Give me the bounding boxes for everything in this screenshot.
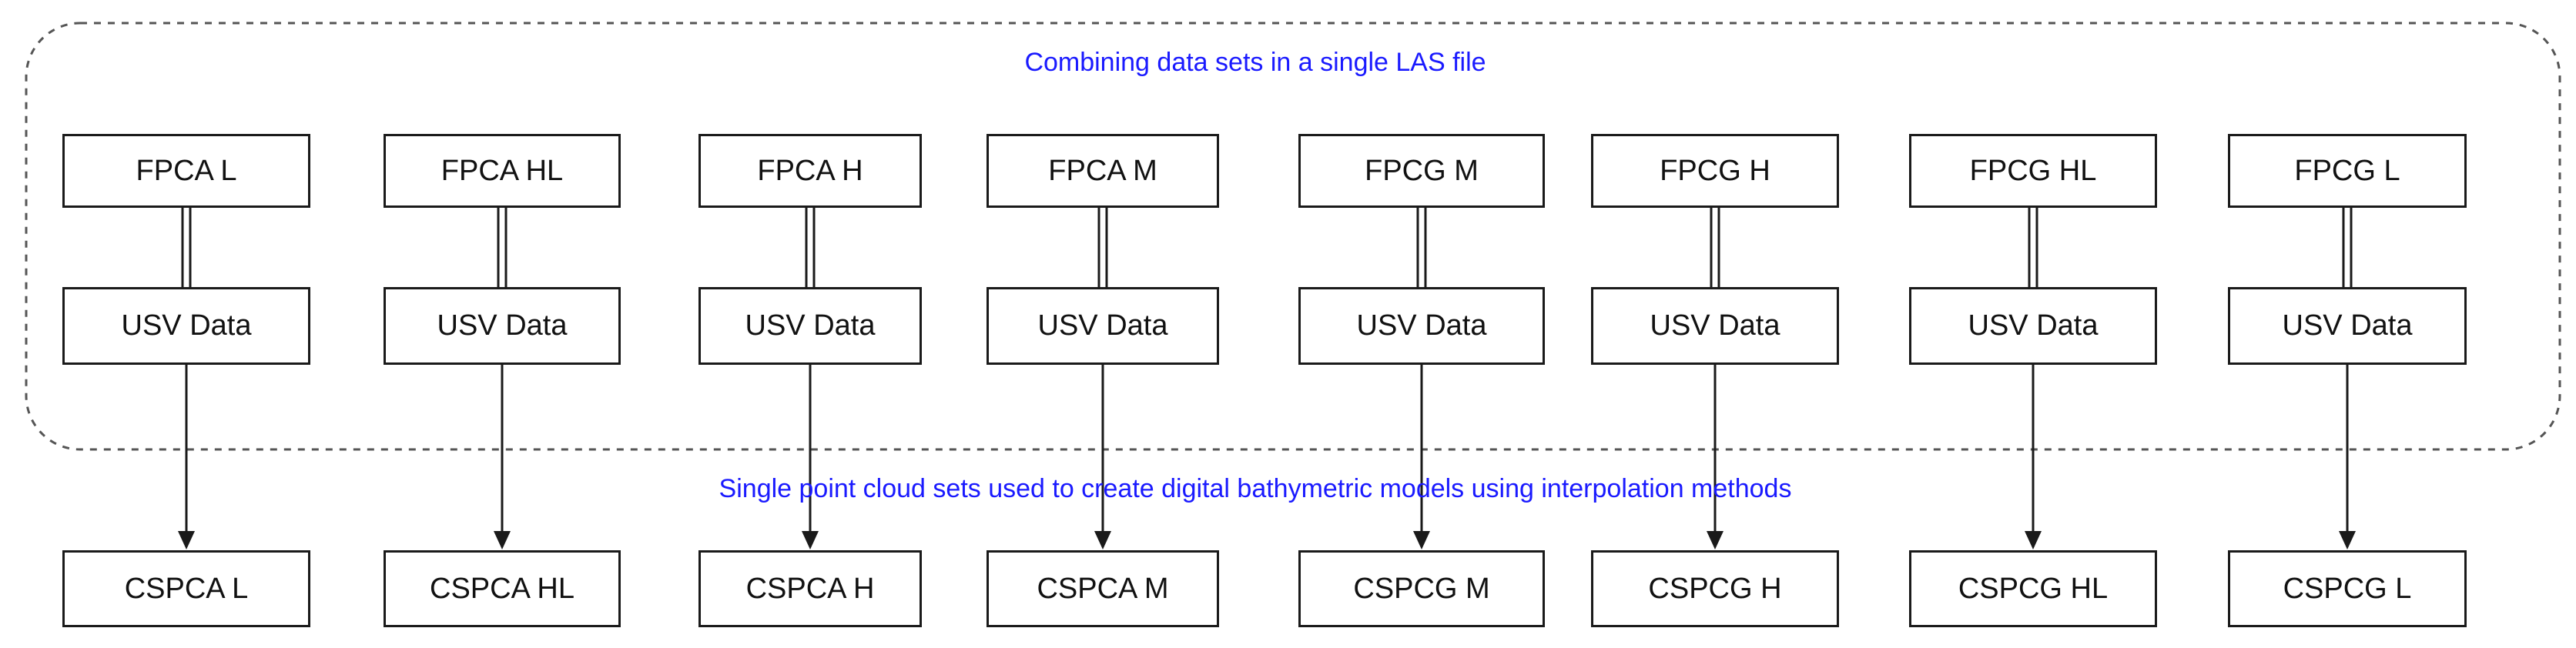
pipeline-caption: Single point cloud sets used to create d… (719, 474, 1792, 503)
output-node: CSPCG H (1591, 550, 1839, 627)
flow-arrow-head (2025, 531, 2042, 549)
usv-data-node: USV Data (384, 287, 621, 365)
output-node: CSPCG L (2228, 550, 2467, 627)
group-boundary (25, 22, 2561, 451)
source-node: FPCG M (1298, 134, 1545, 208)
output-node: CSPCG HL (1909, 550, 2157, 627)
flow-arrow-head (494, 531, 511, 549)
source-node: FPCG H (1591, 134, 1839, 208)
source-node: FPCA H (698, 134, 922, 208)
flow-arrow-head (1413, 531, 1430, 549)
usv-data-node: USV Data (62, 287, 310, 365)
source-node: FPCA M (987, 134, 1219, 208)
flow-arrow-head (1707, 531, 1723, 549)
flow-arrow-head (178, 531, 195, 549)
source-node: FPCA HL (384, 134, 621, 208)
output-node: CSPCG M (1298, 550, 1545, 627)
source-node: FPCG HL (1909, 134, 2157, 208)
output-node: CSPCA H (698, 550, 922, 627)
usv-data-node: USV Data (1298, 287, 1545, 365)
usv-data-node: USV Data (1909, 287, 2157, 365)
flow-arrow-head (802, 531, 819, 549)
group-title: Combining data sets in a single LAS file (1024, 48, 1486, 77)
source-node: FPCG L (2228, 134, 2467, 208)
usv-data-node: USV Data (1591, 287, 1839, 365)
output-node: CSPCA HL (384, 550, 621, 627)
usv-data-node: USV Data (987, 287, 1219, 365)
output-node: CSPCA M (987, 550, 1219, 627)
usv-data-node: USV Data (698, 287, 922, 365)
usv-data-node: USV Data (2228, 287, 2467, 365)
source-node: FPCA L (62, 134, 310, 208)
flow-arrow-head (1094, 531, 1111, 549)
output-node: CSPCA L (62, 550, 310, 627)
flow-arrow-head (2339, 531, 2356, 549)
